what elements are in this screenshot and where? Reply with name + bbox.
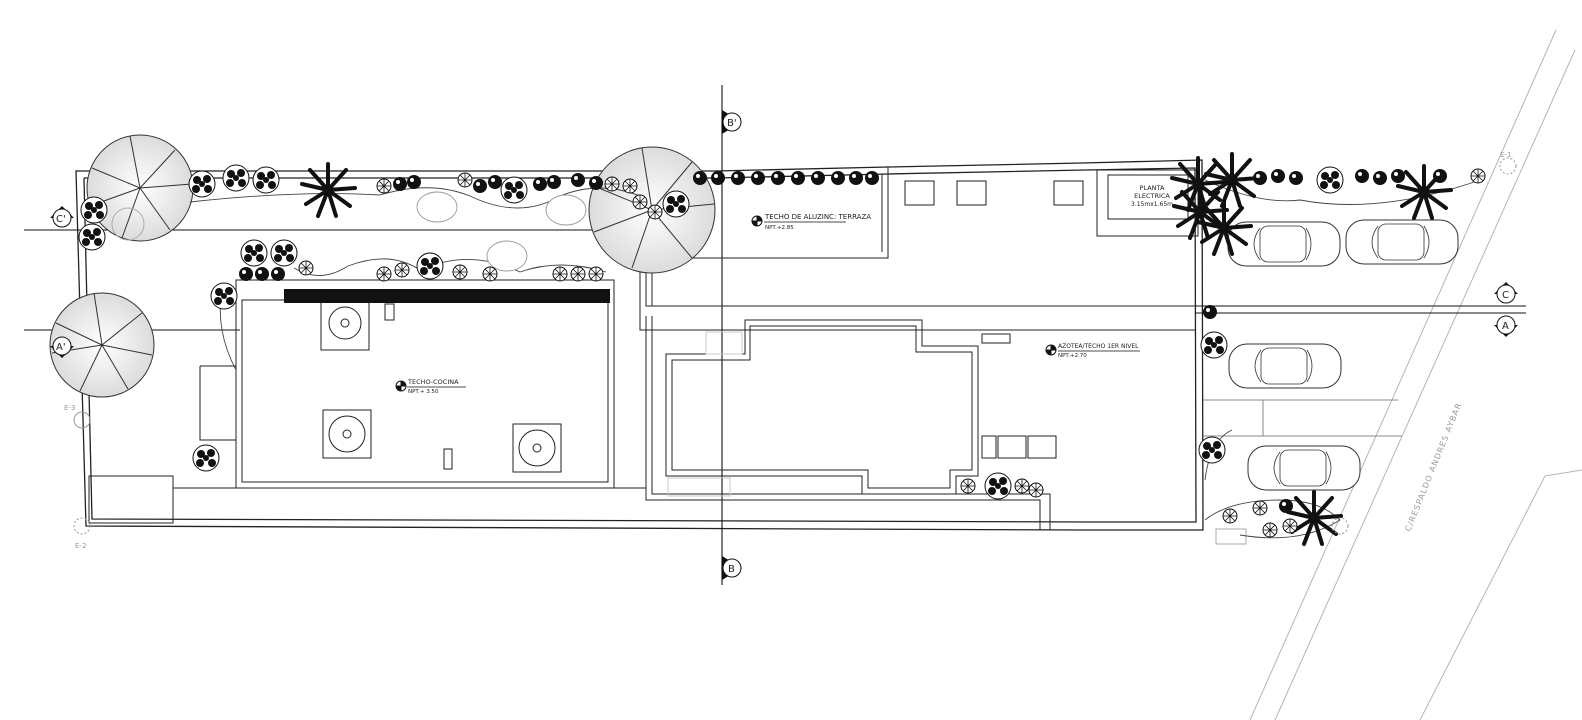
section-marker-b-top-label: B'	[727, 118, 737, 129]
section-marker-b-bottom: B	[722, 556, 742, 580]
kitchen-roof-block	[88, 279, 646, 524]
coord-point-e1: E-1	[1499, 151, 1517, 175]
coord-point-e2: E-2	[73, 517, 91, 550]
coord-point-e2-label: E-2	[75, 542, 86, 550]
section-marker-a-left-label: A'	[56, 342, 66, 353]
roof-label-kitchen-name: TECHO-COCINA	[407, 378, 459, 386]
coord-point-e3-label: E-3	[64, 404, 75, 412]
section-marker-a-left: A'	[50, 336, 74, 358]
section-marker-c-right-label: C	[1502, 290, 1509, 301]
coord-point-e1-label: E-1	[1500, 151, 1511, 159]
azotea-roof	[645, 316, 1057, 530]
roof-label-aluzinc-name: TECHO DE ALUZINC: TERRAZA	[764, 213, 871, 221]
street-name: C/RESPALDO ANDRES AYBAR	[1404, 401, 1464, 533]
roof-label-aluzinc-level: NPT.+2.85	[765, 225, 794, 231]
section-marker-a-right-label: A	[1502, 321, 1509, 332]
section-marker-c-left-label: C'	[56, 214, 66, 225]
roof-label-azotea-name: AZOTEA/TECHO 1ER NIVEL	[1058, 343, 1139, 350]
street-edges	[1249, 29, 1582, 720]
section-marker-a-right: A	[1494, 315, 1518, 337]
section-marker-c-right: C	[1494, 282, 1518, 304]
roof-label-aluzinc: TECHO DE ALUZINC: TERRAZA NPT.+2.85	[751, 213, 871, 231]
faint-openings	[667, 331, 743, 497]
parking-area	[1203, 399, 1402, 545]
roof-label-azotea: AZOTEA/TECHO 1ER NIVEL NPT.+2.70	[1045, 343, 1140, 359]
coord-point-e3: E-3	[64, 404, 91, 429]
plant-label-line3: 3.15mx1.65m	[1131, 201, 1173, 208]
plant-label: PLANTA ELECTRICA 3.15mx1.65m	[1131, 184, 1173, 208]
roof-label-kitchen-level: NPT.+ 3.50	[408, 389, 439, 395]
section-marker-b-bottom-label: B	[728, 564, 735, 575]
outdoor-tables	[416, 191, 587, 272]
section-marker-c-left: C'	[50, 206, 74, 228]
plant-label-line1: PLANTA	[1140, 184, 1165, 192]
parked-cars	[1227, 219, 1459, 491]
light-circle	[111, 207, 145, 241]
section-marker-b-top: B'	[722, 110, 742, 134]
roof-label-azotea-level: NPT.+2.70	[1058, 353, 1087, 359]
aluzinc-terrace-roof	[639, 167, 1199, 331]
roof-label-kitchen: TECHO-COCINA NPT.+ 3.50	[395, 378, 466, 395]
hedge-row	[284, 289, 610, 303]
section-lines	[24, 85, 1526, 585]
large-tree-canopies	[49, 134, 716, 398]
plant-label-line2: ELECTRICA	[1134, 192, 1170, 200]
property-corner	[1331, 517, 1349, 535]
